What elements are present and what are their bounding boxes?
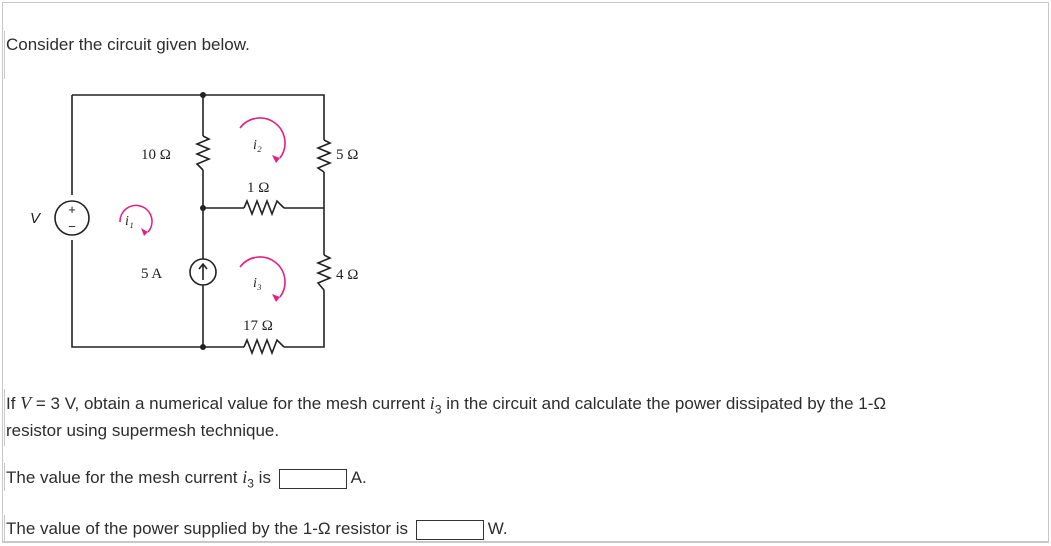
label-1-ohm: 1 Ω — [247, 180, 269, 196]
label-5-amp: 5 A — [141, 266, 162, 282]
circuit-wires — [71, 94, 325, 348]
mesh-arc-i1 — [119, 204, 153, 233]
resistor-17-ohm — [243, 337, 285, 356]
node-dot — [200, 92, 206, 98]
node-dot — [200, 344, 206, 350]
mesh-label-i3: i₃ — [253, 276, 262, 291]
mesh-current-input[interactable] — [278, 468, 347, 489]
voltage-source — [54, 200, 90, 236]
left-rule — [4, 463, 5, 491]
label-10-ohm: 10 Ω — [141, 147, 171, 163]
mesh-arrowhead-i3-icon — [272, 294, 280, 302]
plus-sign: + — [68, 202, 76, 217]
label-4-ohm: 4 Ω — [336, 267, 358, 283]
label-17-ohm: 17 Ω — [243, 318, 273, 334]
left-rule — [4, 389, 5, 446]
minus-sign: − — [68, 219, 76, 234]
left-rule — [4, 31, 5, 79]
var-v: V — [20, 393, 32, 413]
label-5-ohm: 5 Ω — [336, 147, 358, 163]
node-dot — [200, 205, 206, 211]
mesh-arc-i2 — [239, 117, 286, 159]
mesh-label-i2: i₂ — [253, 138, 262, 153]
answer-row-mesh-current: The value for the mesh current i3 is A. — [6, 467, 367, 491]
question-line-1: If V = 3 V, obtain a numerical value for… — [6, 393, 887, 417]
question-line-2: resistor using supermesh technique. — [6, 421, 280, 440]
resistor-10-ohm — [194, 135, 212, 171]
resistor-1-ohm — [243, 198, 285, 217]
resistor-4-ohm — [315, 254, 333, 291]
intro-text: Consider the circuit given below. — [6, 35, 250, 54]
unit-watts: W. — [487, 519, 508, 538]
left-rule — [4, 515, 5, 543]
mesh-arrowhead-i2-icon — [272, 155, 280, 163]
unit-amps: A. — [350, 468, 367, 487]
power-input[interactable] — [415, 519, 484, 540]
resistor-5-ohm — [315, 139, 333, 173]
current-arrow-icon — [198, 262, 208, 280]
answer-row-power: The value of the power supplied by the 1… — [6, 519, 508, 540]
mesh-label-i1: i₁ — [125, 214, 134, 229]
source-label-v: V — [30, 210, 42, 227]
var-i3: i — [429, 393, 435, 413]
mesh-arc-i3 — [239, 256, 286, 298]
mesh-arrowhead-i1-icon — [141, 228, 148, 236]
